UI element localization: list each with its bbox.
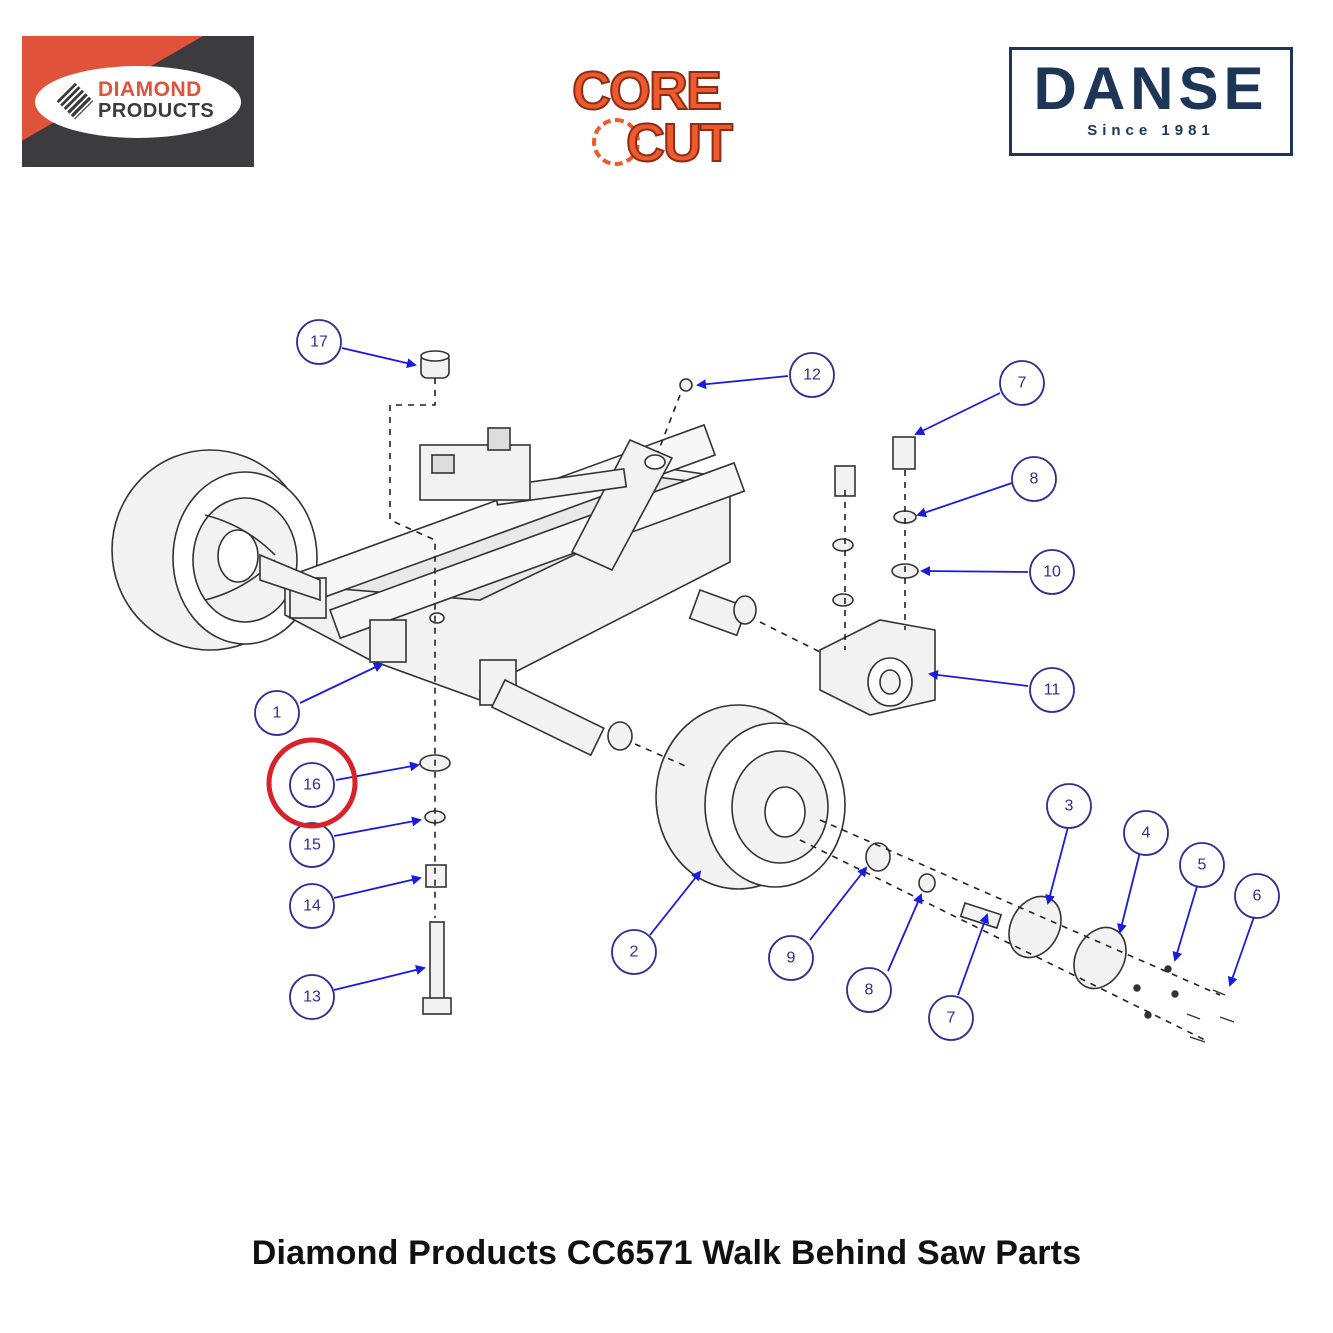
right-bearing-stack: [819, 436, 936, 716]
callout-label: 16: [303, 777, 321, 794]
part-17-cap: [420, 350, 450, 379]
logo-text-line1: DIAMOND: [98, 78, 202, 101]
callout-5: [1179, 842, 1225, 888]
part-3-gasket: [1008, 895, 1062, 959]
callout-label: 15: [303, 837, 321, 854]
part-12-fitting: [679, 378, 693, 392]
callout-label: 3: [1065, 798, 1074, 815]
core-cut-line2: CUT: [625, 113, 734, 173]
axle-frame: [259, 423, 757, 757]
callout-8b: [846, 967, 892, 1013]
callout-13: [289, 974, 335, 1020]
part-8-washer: [918, 873, 936, 893]
callout-label: 7: [1018, 375, 1027, 392]
callout-label: 4: [1142, 825, 1151, 842]
callout-9: [768, 935, 814, 981]
callout-label: 2: [630, 944, 639, 961]
part-4-cover: [1073, 926, 1127, 990]
callout-label: 1: [273, 705, 282, 722]
callout-3: [1046, 783, 1092, 829]
callout-label: 5: [1198, 857, 1207, 874]
callout-label: 6: [1253, 888, 1262, 905]
callout-label: 8: [865, 982, 874, 999]
part-14-nut: [425, 864, 447, 888]
callout-4: [1123, 810, 1169, 856]
left-wheel: [111, 449, 318, 651]
danse-logo: DANSE Since 1981: [1009, 47, 1293, 156]
callout-16: [289, 762, 335, 808]
part-7-bolt: [959, 901, 1003, 930]
callout-11: [1029, 667, 1075, 713]
callout-label: 7: [947, 1010, 956, 1027]
callout-label: 9: [787, 950, 796, 967]
callout-6: [1234, 873, 1280, 919]
core-cut-logo: CORE CUT: [566, 61, 738, 173]
callout-17: [296, 319, 342, 365]
danse-name: DANSE: [1033, 55, 1269, 122]
callout-label: 17: [310, 334, 328, 351]
callout-label: 12: [803, 367, 821, 384]
callout-label: 10: [1043, 564, 1061, 581]
callout-8: [1011, 456, 1057, 502]
callout-label: 11: [1044, 682, 1061, 699]
callout-15: [289, 822, 335, 868]
callout-label: 8: [1030, 471, 1039, 488]
callout-12: [789, 352, 835, 398]
callout-1: [254, 690, 300, 736]
logo-text-line2: PRODUCTS: [98, 100, 215, 122]
danse-since: Since 1981: [1087, 122, 1215, 139]
small-fasteners: [1133, 965, 1235, 1043]
part-13-bolt: [422, 921, 452, 1015]
callout-10: [1029, 549, 1075, 595]
diamond-products-logo: DIAMOND PRODUCTS: [22, 36, 254, 167]
core-cut-line1: CORE: [571, 61, 723, 121]
callout-7: [999, 360, 1045, 406]
callout-label: 13: [303, 989, 321, 1006]
callout-14: [289, 883, 335, 929]
right-wheel: [655, 704, 846, 890]
highlight-ring: [266, 737, 358, 829]
saw-blade-icon: [592, 118, 640, 166]
part-9-washer: [865, 842, 891, 872]
callout-2: [611, 929, 657, 975]
diagram-caption: Diamond Products CC6571 Walk Behind Saw …: [251, 1234, 1082, 1272]
callout-7b: [928, 995, 974, 1041]
callout-label: 14: [303, 898, 321, 915]
